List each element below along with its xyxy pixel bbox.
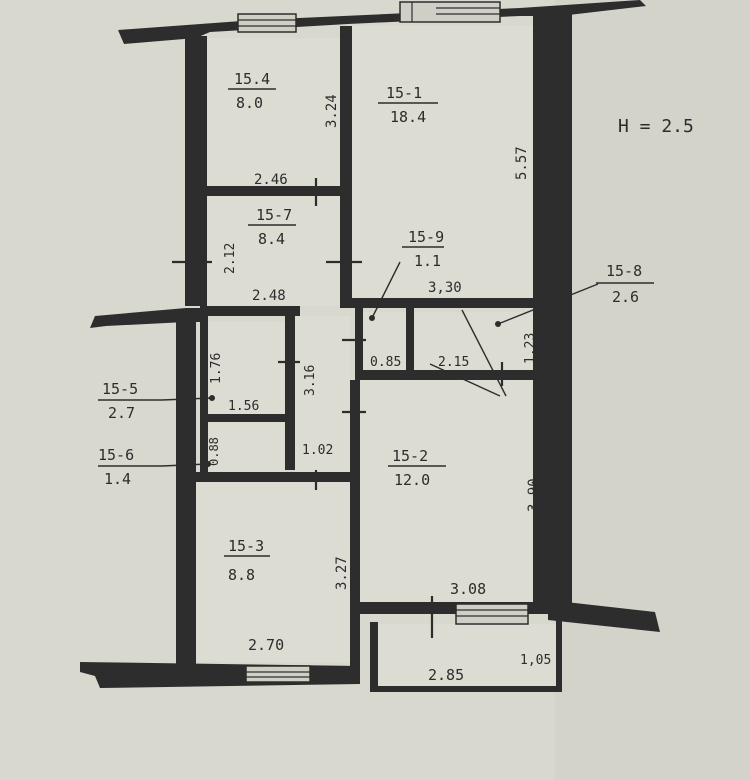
room-151-id: 15-1	[386, 84, 422, 102]
dim-r152-width: 3.08	[450, 580, 486, 598]
room-151-floor	[352, 26, 533, 298]
dim-r152-height: 3.90	[526, 478, 542, 512]
wall-155-left	[200, 316, 208, 476]
balcony-bottom	[370, 686, 562, 692]
room-155-floor	[208, 322, 285, 414]
dim-corridor-width: 1.02	[302, 443, 333, 458]
window-152	[455, 603, 529, 625]
room-157-area: 8.4	[258, 230, 285, 248]
door-marks	[172, 178, 504, 638]
center-wall	[340, 26, 352, 308]
right-wall-outer	[548, 14, 572, 610]
room-153-area: 8.8	[228, 566, 255, 584]
room-159-floor	[363, 312, 406, 370]
wall-151-bottom	[345, 298, 545, 308]
balcony-right	[556, 616, 562, 690]
room-155-area: 2.7	[108, 404, 135, 422]
dim-r151-width: 3,30	[428, 280, 462, 296]
room-interiors	[196, 26, 556, 686]
right-shelf-wall	[548, 600, 660, 632]
dim-r155-width: 1.56	[228, 399, 259, 414]
room-158-id: 15-8	[606, 262, 642, 280]
dim-r154-width: 2.46	[254, 172, 288, 188]
dim-r153-height: 3.27	[334, 556, 350, 590]
balcony-left	[370, 622, 378, 690]
window-154	[237, 13, 297, 33]
room-152-area: 12.0	[394, 471, 430, 489]
fraction-bars	[98, 88, 654, 557]
room-157-floor	[207, 196, 340, 306]
room-157-id: 15-7	[256, 206, 292, 224]
dimension-labels: 3.24 5.57 2.46 2.12 2.48 3,30 1.76 1.56 …	[207, 94, 551, 684]
leader-lines	[161, 261, 599, 467]
window-153	[245, 665, 311, 683]
room-158-area: 2.6	[612, 288, 639, 306]
room-154-floor	[207, 38, 340, 186]
paper-shade-right	[555, 0, 750, 780]
room-152-id: 15-2	[392, 447, 428, 465]
room-155-id: 15-5	[102, 380, 138, 398]
left-step-wall	[90, 308, 206, 328]
dim-r155-height: 1.76	[209, 353, 224, 384]
left-wall-lower	[176, 318, 196, 668]
corridor-floor	[295, 316, 350, 472]
room-159-id: 15-9	[408, 228, 444, 246]
bottom-wall	[80, 662, 360, 688]
room-156-id: 15-6	[98, 446, 134, 464]
room-151-area: 18.4	[390, 108, 426, 126]
dim-r158-width: 2.15	[438, 355, 469, 370]
dim-r156-height: 0.88	[207, 437, 221, 466]
dim-corridor-height: 3.16	[303, 365, 318, 396]
wall-155-156	[200, 414, 290, 422]
wall-159-right	[406, 306, 414, 378]
room-152-floor	[360, 380, 533, 602]
window-151	[399, 1, 501, 23]
room-154-id: 15.4	[234, 70, 270, 88]
dim-r157-width: 2.48	[252, 288, 286, 304]
room-159-area: 1.1	[414, 252, 441, 270]
wall-159-left	[355, 306, 363, 378]
wall-153-top	[195, 472, 355, 482]
dim-r154-height: 3.24	[324, 94, 340, 128]
wall-155-right	[285, 310, 295, 470]
top-wall	[118, 0, 646, 44]
dim-r158-height: 1.23	[523, 333, 538, 364]
dim-r153-width: 2.70	[248, 636, 284, 654]
dim-r151-height: 5.57	[514, 146, 530, 180]
wall-152-left	[350, 380, 360, 672]
dim-balcony-depth: 1,05	[520, 653, 551, 668]
room-labels: 15.4 8.0 15-1 18.4 15-7 8.4 15-9 1.1 15-…	[98, 70, 642, 584]
windows	[237, 1, 529, 683]
wall-158-bottom	[355, 370, 545, 380]
left-wall-upper	[185, 36, 207, 306]
dim-balcony-width: 2.85	[428, 666, 464, 684]
room-153-id: 15-3	[228, 537, 264, 555]
room-156-floor	[208, 422, 285, 472]
room-154-area: 8.0	[236, 94, 263, 112]
room-153-floor	[196, 482, 350, 662]
height-note: H = 2.5	[618, 116, 694, 137]
dim-r159-width: 0.85	[370, 355, 401, 370]
room-156-area: 1.4	[104, 470, 131, 488]
room-158-floor	[414, 312, 533, 370]
wall-157-155	[200, 306, 300, 316]
dim-r157-height: 2.12	[223, 243, 238, 274]
balcony-floor	[378, 624, 556, 686]
wall-154-157	[206, 186, 346, 196]
